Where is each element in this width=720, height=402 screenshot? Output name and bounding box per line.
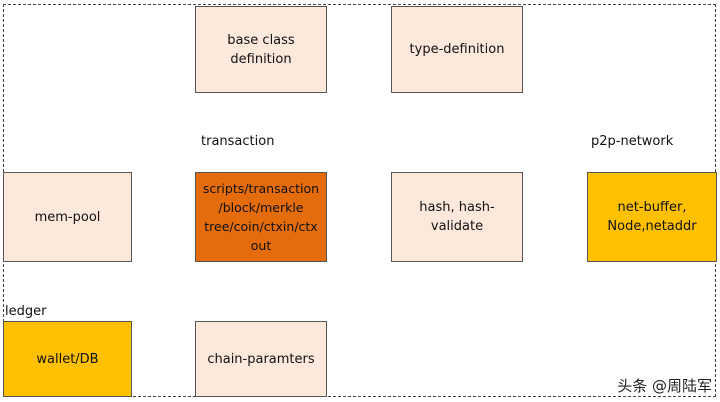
mem-pool-box: mem-pool: [3, 172, 132, 262]
p2p-network-label: p2p-network: [591, 134, 674, 149]
base-class-definition-box: base class definition: [195, 6, 327, 93]
type-definition-box: type-definition: [391, 6, 523, 93]
watermark: 头条 @周陆军: [617, 377, 712, 395]
wallet-db-box: wallet/DB: [3, 321, 132, 397]
net-buffer-box: net-buffer, Node,netaddr: [587, 172, 717, 262]
ledger-label: ledger: [5, 304, 47, 319]
chain-parameters-box: chain-paramters: [195, 321, 327, 397]
transaction-label: transaction: [201, 134, 275, 149]
scripts-transaction-box: scripts/transaction /block/merkle tree/c…: [195, 172, 327, 262]
hash-validate-box: hash, hash-validate: [391, 172, 523, 262]
